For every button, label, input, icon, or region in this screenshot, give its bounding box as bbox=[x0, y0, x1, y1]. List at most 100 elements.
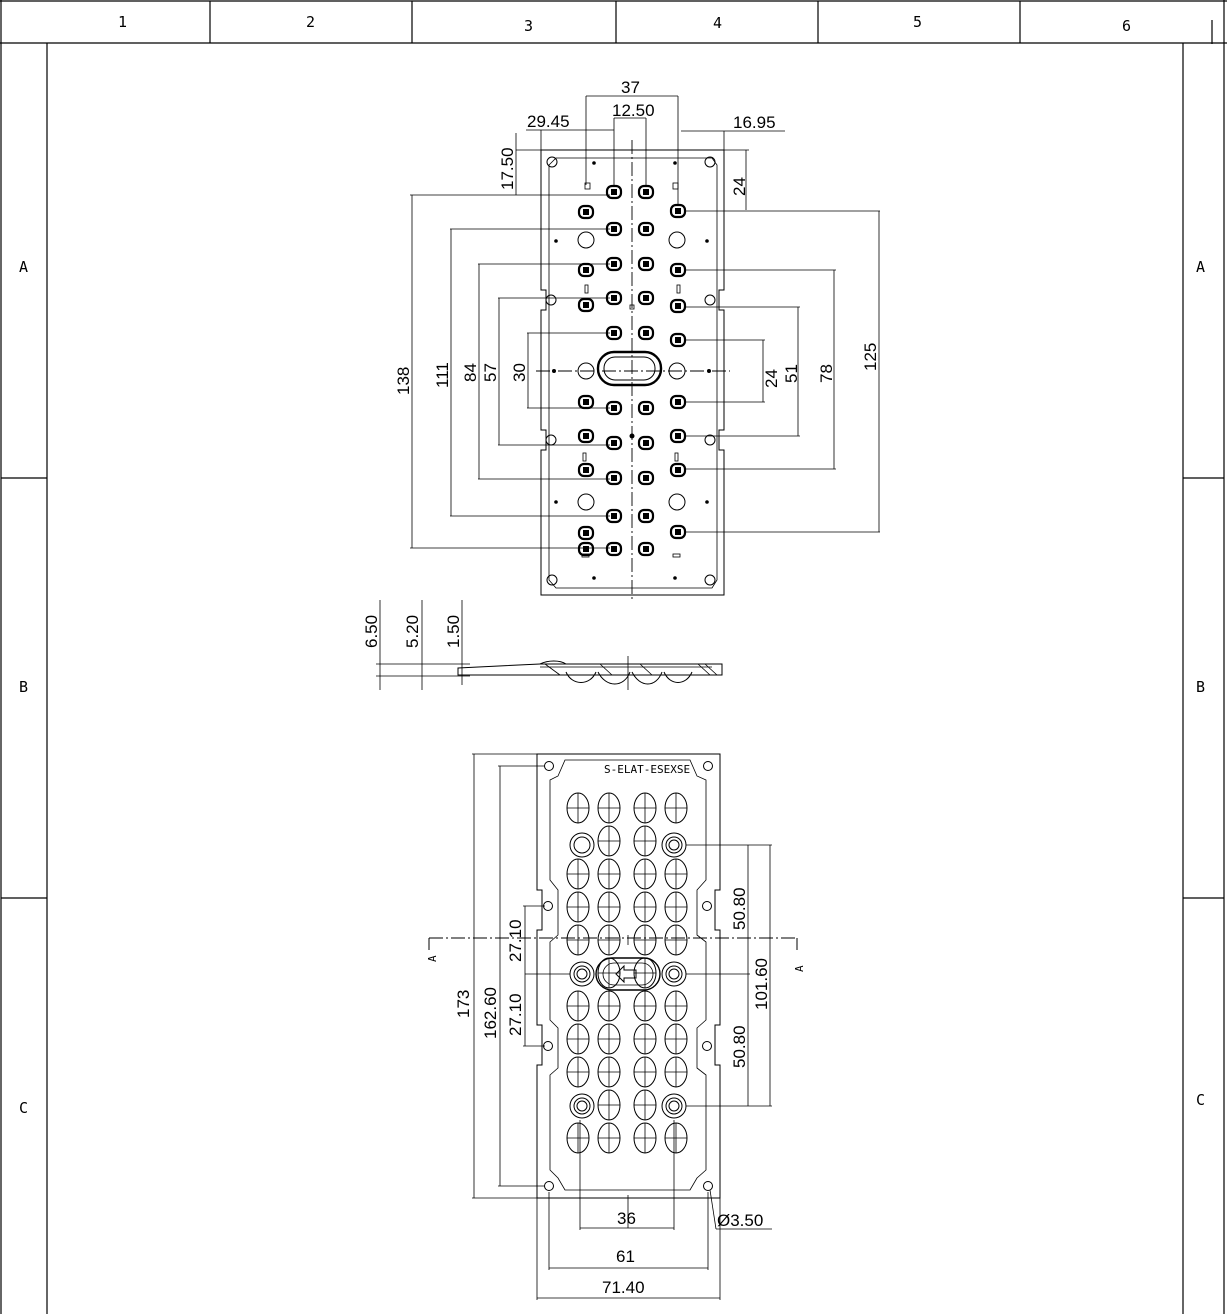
led-pad bbox=[637, 470, 655, 486]
led-pad bbox=[669, 462, 687, 478]
lens-cell bbox=[566, 1023, 590, 1055]
zone-label-row-a-left: A bbox=[19, 258, 28, 276]
led-pad bbox=[577, 541, 595, 557]
lens-cell bbox=[633, 1056, 657, 1088]
led-pad bbox=[637, 541, 655, 557]
section-mark-right: A bbox=[793, 965, 806, 972]
dim-27-10-upper: 27.10 bbox=[506, 919, 525, 962]
dim-24-right: 24 bbox=[762, 369, 781, 388]
dim-16-95: 16.95 bbox=[733, 113, 776, 132]
lens-cell bbox=[597, 858, 621, 890]
zone-label-col-5: 5 bbox=[913, 13, 922, 31]
lens-cell bbox=[597, 1089, 621, 1121]
led-pad bbox=[669, 262, 687, 278]
dim-71-40: 71.40 bbox=[602, 1278, 645, 1297]
zone-label-col-3: 3 bbox=[524, 17, 533, 35]
led-pad bbox=[577, 525, 595, 541]
led-pad bbox=[605, 541, 623, 557]
lens-cell bbox=[566, 990, 590, 1022]
orientation-arrow-icon bbox=[615, 964, 637, 984]
lens-cell bbox=[633, 1089, 657, 1121]
lens-cell bbox=[566, 891, 590, 923]
lens-cell bbox=[664, 792, 688, 824]
dim-78: 78 bbox=[817, 364, 836, 383]
led-pad bbox=[669, 428, 687, 444]
lens-cell bbox=[633, 1023, 657, 1055]
led-pad bbox=[669, 298, 687, 314]
lens-cell bbox=[664, 924, 688, 956]
dim-5-20: 5.20 bbox=[403, 615, 422, 648]
lens-cell bbox=[597, 792, 621, 824]
dim-50-80-upper: 50.80 bbox=[730, 887, 749, 930]
lens-cell bbox=[633, 1122, 657, 1154]
dim-29-45: 29.45 bbox=[527, 112, 570, 131]
dim-111: 111 bbox=[433, 362, 452, 388]
bottom-view-outline bbox=[536, 753, 721, 1199]
zone-label-row-c-left: C bbox=[19, 1099, 28, 1117]
top-view-led-array bbox=[577, 184, 687, 557]
side-view: 6.50 5.20 1.50 bbox=[362, 600, 723, 690]
zone-label-row-c-right: C bbox=[1196, 1091, 1205, 1109]
dim-30: 30 bbox=[510, 363, 529, 382]
section-mark-left: A bbox=[426, 955, 439, 962]
led-pad bbox=[577, 262, 595, 278]
lens-cell bbox=[664, 1056, 688, 1088]
dim-84: 84 bbox=[461, 363, 480, 382]
led-pad bbox=[605, 184, 623, 200]
lens-cell bbox=[597, 924, 621, 956]
led-pad bbox=[577, 428, 595, 444]
zone-label-col-4: 4 bbox=[713, 14, 722, 32]
zone-label-row-b-right: B bbox=[1196, 678, 1205, 696]
zone-label-row-b-left: B bbox=[19, 678, 28, 696]
lens-cell bbox=[633, 891, 657, 923]
zone-label-row-a-right: A bbox=[1196, 258, 1205, 276]
led-pad bbox=[637, 290, 655, 306]
dim-17-50: 17.50 bbox=[498, 147, 517, 190]
lens-cell bbox=[633, 858, 657, 890]
top-view: 37 12.50 29.45 16.95 17.50 24 138 111 84… bbox=[394, 78, 880, 602]
lens-cell bbox=[566, 1122, 590, 1154]
dim-1-50: 1.50 bbox=[444, 615, 463, 648]
lens-cell bbox=[566, 792, 590, 824]
led-pad bbox=[637, 325, 655, 341]
dim-hole-diameter: Ø3.50 bbox=[717, 1211, 763, 1230]
lens-cell bbox=[664, 891, 688, 923]
lens-cell bbox=[664, 1023, 688, 1055]
lens-cell bbox=[566, 858, 590, 890]
top-view-center-slot bbox=[596, 350, 663, 387]
dim-50-80-lower: 50.80 bbox=[730, 1025, 749, 1068]
dim-36: 36 bbox=[617, 1209, 636, 1228]
led-pad bbox=[637, 256, 655, 272]
led-pad bbox=[605, 435, 623, 451]
lens-cell bbox=[633, 792, 657, 824]
led-pad bbox=[669, 332, 687, 348]
lens-cell bbox=[566, 1056, 590, 1088]
zone-label-col-2: 2 bbox=[306, 13, 315, 31]
dim-57: 57 bbox=[481, 363, 500, 382]
dim-61: 61 bbox=[616, 1247, 635, 1266]
lens-cell bbox=[664, 990, 688, 1022]
lens-cell bbox=[597, 1056, 621, 1088]
bottom-view-center-slot bbox=[595, 957, 661, 991]
dim-101-60: 101.60 bbox=[752, 958, 771, 1010]
dim-12-50: 12.50 bbox=[612, 101, 655, 120]
led-pad bbox=[637, 400, 655, 416]
led-pad bbox=[637, 221, 655, 237]
top-view-mounting-holes bbox=[545, 156, 716, 586]
led-pad bbox=[669, 524, 687, 540]
lens-cell bbox=[597, 825, 621, 857]
led-pad bbox=[637, 184, 655, 200]
led-pad bbox=[577, 462, 595, 478]
lens-cell bbox=[633, 924, 657, 956]
lens-cell bbox=[597, 1122, 621, 1154]
lens-cell bbox=[664, 858, 688, 890]
dim-6-50: 6.50 bbox=[362, 615, 381, 648]
lens-cell bbox=[633, 990, 657, 1022]
led-pad bbox=[577, 204, 595, 220]
lens-cell bbox=[597, 891, 621, 923]
zone-column-labels: 1 2 3 4 5 6 bbox=[118, 13, 1131, 35]
bottom-view-dimensions: 173 162.60 27.10 27.10 50.80 101.60 50.8… bbox=[454, 753, 772, 1300]
top-view-dimensions: 37 12.50 29.45 16.95 17.50 24 138 111 84… bbox=[394, 78, 880, 549]
dim-37: 37 bbox=[621, 78, 640, 97]
led-pad bbox=[669, 203, 687, 219]
